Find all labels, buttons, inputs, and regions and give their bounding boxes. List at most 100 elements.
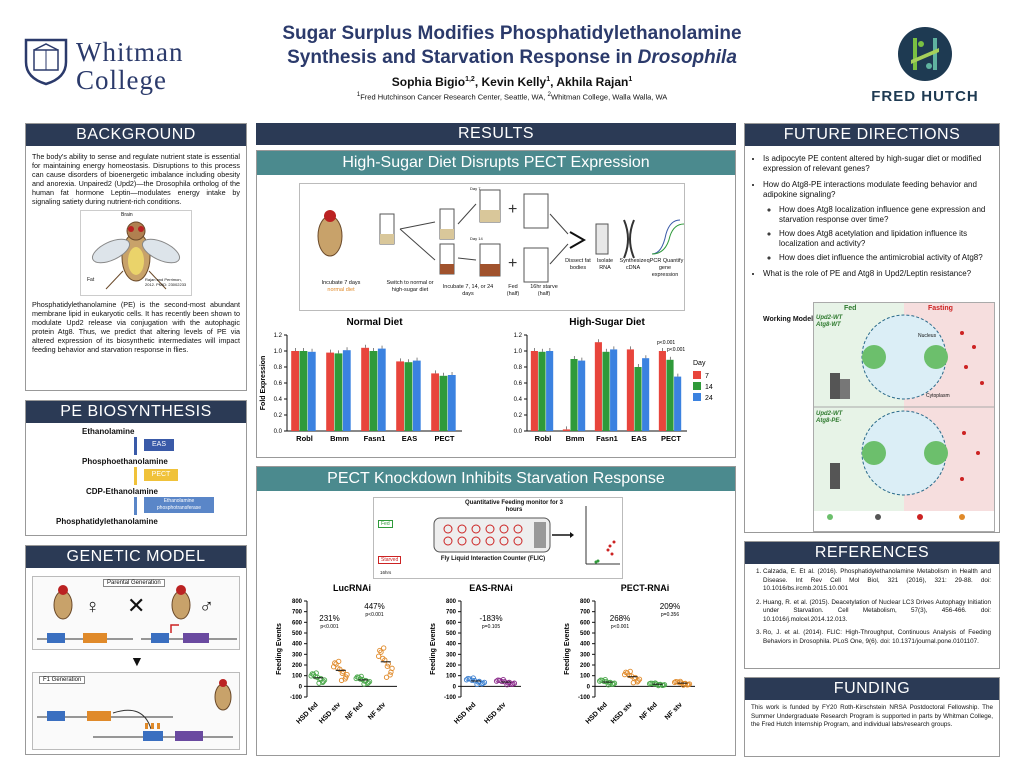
future-question-2-text: How do Atg8-PE interactions modulate fee… xyxy=(763,180,977,199)
data-point xyxy=(338,677,345,684)
bar xyxy=(626,349,634,431)
x-tick-label: NF stv xyxy=(367,701,387,721)
bar xyxy=(326,352,335,431)
pathway-arrow-2 xyxy=(134,467,137,485)
legend-label: 14 xyxy=(705,384,713,391)
annotation: 231% xyxy=(319,614,339,623)
x-tick-label: Bmm xyxy=(330,434,349,443)
data-point xyxy=(598,677,604,683)
bar xyxy=(299,351,308,431)
y-tick-label: 0.0 xyxy=(514,429,523,435)
data-point xyxy=(499,678,505,685)
whitman-seal-icon xyxy=(24,38,68,86)
background-panel: BACKGROUND The body's ability to sense a… xyxy=(25,123,247,391)
working-model-label: Working Model: xyxy=(763,316,816,323)
annotation: p<0.001 xyxy=(611,624,629,630)
y-tick-label: 0.2 xyxy=(514,413,523,419)
data-point xyxy=(388,669,394,675)
workflow-starve: 16hr starve (half) xyxy=(530,284,558,297)
title-line-2-text: Synthesis and Starvation Response in xyxy=(287,47,638,68)
future-subquestion-1: How does Atg8 localization influence gen… xyxy=(779,205,991,225)
poster-title: Sugar Surplus Modifies Phosphatidylethan… xyxy=(250,22,774,103)
bar xyxy=(342,350,351,431)
y-tick-label: 300 xyxy=(292,652,303,658)
bar xyxy=(562,429,570,431)
annotation: p<0.001 xyxy=(320,624,338,630)
future-question-2: How do Atg8-PE interactions modulate fee… xyxy=(763,180,991,263)
y-tick-label: 0.0 xyxy=(274,429,283,435)
feeding-scatter-charts: LucRNAi8007006005004003002001000-100Feed… xyxy=(276,583,695,726)
future-subquestion-3: How does diet influence the antimicrobia… xyxy=(779,253,991,263)
bar xyxy=(307,351,316,431)
data-point xyxy=(383,674,390,680)
data-point xyxy=(635,678,641,684)
workflow-synth: Synthesize cDNA xyxy=(619,258,647,271)
data-point xyxy=(357,676,363,682)
model-wt-label: Upd2-WT Atg8-WT xyxy=(816,315,843,328)
enzyme-ethanolamine-phosphotransferase: Ethanolamine phosphotransferase xyxy=(144,497,214,513)
y-tick-label: -100 xyxy=(578,695,591,701)
y-tick-label: 1.0 xyxy=(514,349,523,355)
y-tick-label: 0.2 xyxy=(274,413,283,419)
y-tick-label: 0.8 xyxy=(274,365,283,371)
pathway-arrow-1 xyxy=(134,437,137,455)
model-cytoplasm-label: Cytoplasm xyxy=(926,393,950,399)
f1-label: F1 Generation xyxy=(39,676,86,684)
future-questions-list: Is adipocyte PE content altered by high-… xyxy=(745,154,999,279)
results-heading: RESULTS xyxy=(256,123,736,145)
pathway-step-ethanolamine: Ethanolamine xyxy=(82,427,135,436)
legend-label: 24 xyxy=(705,395,713,402)
future-directions-heading: FUTURE DIRECTIONS xyxy=(745,124,999,146)
title-organism: Drosophila xyxy=(637,47,737,68)
workflow-fed: Fed (half) xyxy=(506,284,520,297)
svg-text:✕: ✕ xyxy=(127,593,145,618)
data-point xyxy=(480,680,486,686)
workflow-qpcr: qPCR Quantify gene expression xyxy=(646,258,684,278)
funding-text: This work is funded by FY20 Roth-Kirschs… xyxy=(751,704,993,728)
chart-title: PECT-RNAi xyxy=(621,583,670,593)
legend-title: Day xyxy=(693,360,706,367)
data-point xyxy=(344,671,350,678)
annotation: p<0.001 xyxy=(365,612,383,618)
pe-biosynthesis-panel: PE BIOSYNTHESIS Ethanolamine EAS Phospho… xyxy=(25,400,247,536)
data-point xyxy=(343,674,349,680)
data-point xyxy=(474,681,480,688)
annotation: p<0.001 xyxy=(667,347,685,353)
data-point xyxy=(384,663,390,669)
genetic-model-heading: GENETIC MODEL xyxy=(26,546,246,568)
workflow-days-label-2: Day 14 xyxy=(470,236,483,241)
data-point xyxy=(361,681,367,687)
cross-diagram-icon: ♀ ✕ ♂ xyxy=(37,585,237,643)
data-point xyxy=(317,676,323,683)
pathway-step-phosphoethanolamine: Phosphoethanolamine xyxy=(82,457,168,466)
data-point xyxy=(332,660,338,666)
workflow-step-1-diet: normal diet xyxy=(327,287,355,293)
data-point xyxy=(309,671,315,677)
model-fed-label: Fed xyxy=(844,305,857,312)
flic-device-icon xyxy=(433,506,620,565)
y-tick-label: 500 xyxy=(446,631,457,637)
bar xyxy=(538,351,546,431)
annotation: p<0.001 xyxy=(657,340,675,346)
workflow-days-label-1: Day 7 xyxy=(470,186,481,191)
pect-knockdown-section: PECT Knockdown Inhibits Starvation Respo… xyxy=(256,466,736,756)
x-tick-label: Robl xyxy=(296,434,313,443)
bar xyxy=(666,359,674,431)
model-nucleus-label: Nucleus xyxy=(918,333,937,339)
background-para-2: Phosphatidylethanolamine (PE) is the sec… xyxy=(32,300,240,354)
bar xyxy=(396,361,405,431)
annotation: p=0.105 xyxy=(482,624,500,630)
chart-title: LucRNAi xyxy=(333,583,371,593)
legend-swatch xyxy=(693,393,701,401)
references-list: Calzada, E. Et al. (2016). Phosphatidyle… xyxy=(745,568,999,646)
x-tick-label: Bmm xyxy=(566,434,585,443)
bar xyxy=(602,351,610,431)
chart-title: Normal Diet xyxy=(346,317,403,328)
flic-starved-label: Starved xyxy=(378,556,402,564)
bar xyxy=(369,351,378,431)
working-model-diagram-icon xyxy=(814,314,994,520)
data-point xyxy=(626,672,632,679)
fred-hutch-mark-icon xyxy=(898,27,952,81)
